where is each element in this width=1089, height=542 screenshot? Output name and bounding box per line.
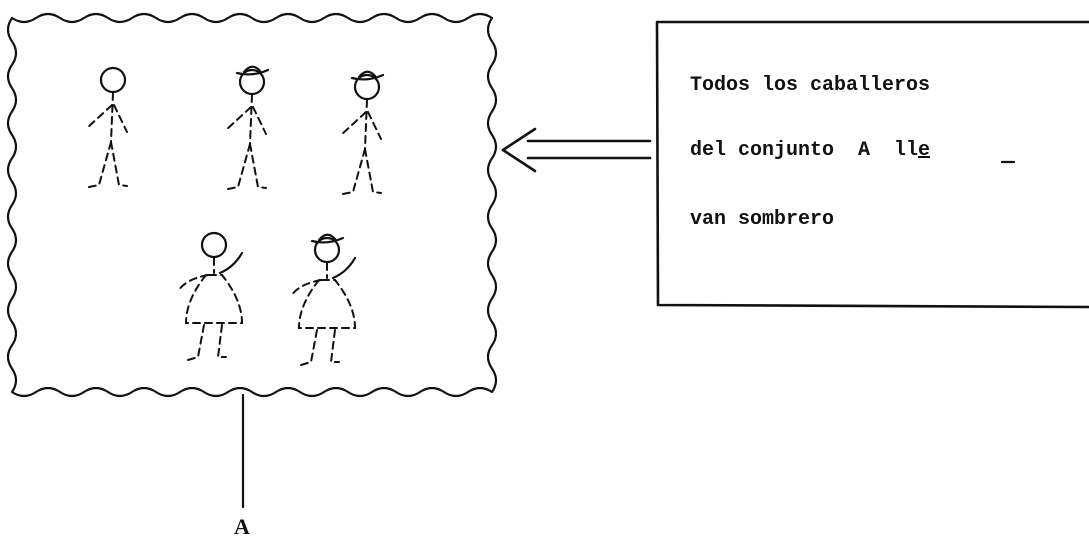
hat-icon (310, 233, 345, 244)
figure-arm (177, 274, 209, 292)
figure-leg (110, 141, 128, 187)
figure-leg (249, 143, 267, 189)
figure-arm (367, 111, 382, 140)
figure-head (200, 231, 228, 259)
figure-leg (187, 324, 205, 361)
hat-icon (235, 65, 270, 76)
figure-arm (86, 104, 113, 129)
set-a-wavy-border (6, 12, 498, 398)
figure-leg (364, 148, 382, 194)
figure-arm (252, 106, 267, 135)
figure-body (249, 94, 253, 145)
stick-figure (177, 231, 244, 361)
figure-leg (329, 329, 340, 363)
note-line-3: van sombrero (690, 208, 834, 231)
note-line-1: Todos los caballeros (690, 74, 930, 97)
figure-arm (290, 279, 322, 297)
figure-arm (331, 256, 357, 280)
figure-arm (340, 111, 367, 136)
figure-leg (300, 329, 318, 366)
stick-figure (225, 65, 270, 190)
figure-head (99, 66, 127, 94)
double-arrow (501, 127, 652, 173)
stick-figure (86, 66, 128, 188)
note-line-2: del conjunto A lle (690, 139, 930, 162)
figure-leg (342, 148, 366, 195)
figure-leg (227, 143, 251, 190)
figure-skirt (297, 279, 357, 329)
note-box-border (655, 20, 1089, 309)
figure-skirt (184, 274, 244, 324)
hat-icon (350, 70, 385, 81)
figure-arm (113, 104, 128, 133)
stick-figure (340, 70, 385, 195)
figure-leg (216, 324, 227, 358)
set-a-label: A (234, 514, 250, 539)
note-line-2-underlined: e (918, 139, 930, 162)
figure-arm (225, 106, 252, 131)
figure-leg (88, 141, 112, 188)
figure-body (364, 99, 368, 150)
figure-arm (218, 251, 244, 275)
figures-group (86, 65, 385, 366)
figure-body (110, 92, 114, 143)
note-line-2-main: del conjunto A ll (690, 139, 918, 162)
stick-figure (290, 233, 357, 366)
